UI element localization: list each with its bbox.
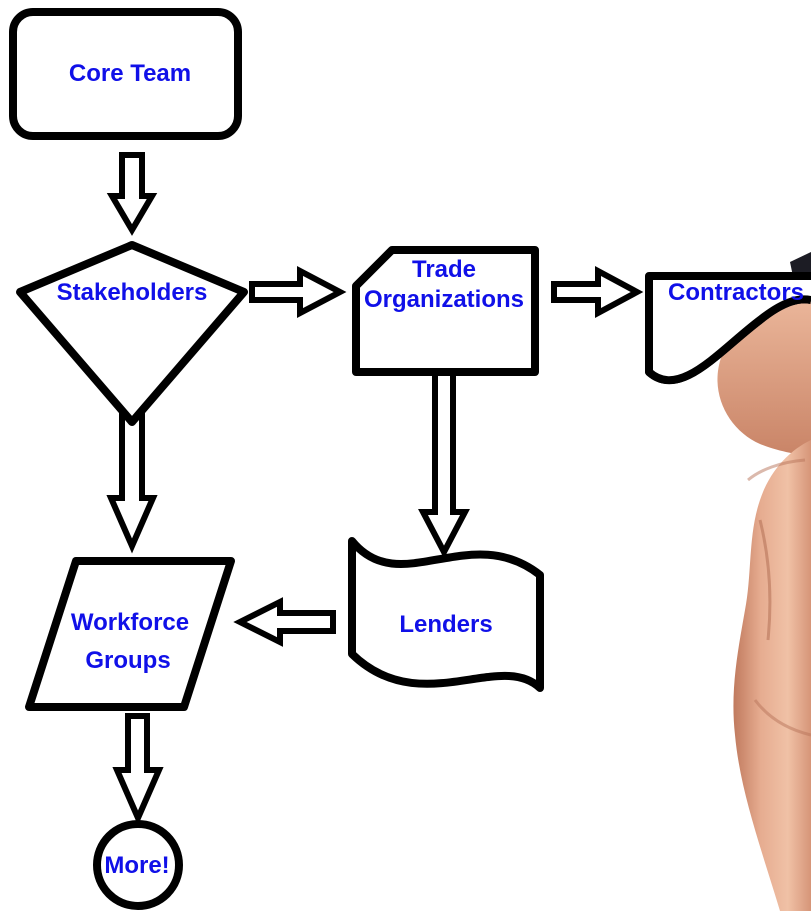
parallelogram-shape: [25, 557, 235, 711]
arrow-stakeholders-to-trade: [249, 266, 347, 318]
flow-arrows: [106, 152, 644, 826]
node-workforce-label-line2: Groups: [85, 647, 170, 674]
hand-illustration: [717, 252, 811, 911]
arrow-core-to-stakeholders: [106, 152, 158, 236]
arrow-lenders-to-workforce: [233, 597, 336, 647]
hand-palm: [733, 440, 811, 911]
tape-shape: [348, 537, 544, 692]
node-more-label: More!: [104, 852, 169, 879]
node-workforce-groups: Workforce Groups: [25, 557, 235, 711]
node-contractors: Contractors: [645, 272, 811, 385]
node-trade-label-line1: Trade: [412, 256, 476, 283]
card-shape: [352, 246, 539, 376]
node-workforce-label-line1: Workforce: [71, 609, 189, 636]
process-box-shape: [9, 8, 242, 140]
node-trade-organizations: Trade Organizations: [352, 246, 539, 376]
node-core-team-label: Core Team: [69, 60, 191, 87]
node-contractors-label: Contractors: [668, 279, 804, 306]
document-outline: [645, 272, 811, 385]
node-more: More!: [93, 820, 183, 910]
node-stakeholders-label: Stakeholders: [57, 279, 208, 306]
arrow-workforce-to-more: [112, 713, 164, 826]
node-stakeholders: Stakeholders: [16, 241, 248, 426]
node-lenders: Lenders: [348, 537, 544, 692]
terminator-circle-shape: [93, 820, 183, 910]
arrow-trade-to-contractors: [551, 265, 644, 319]
node-core-team: Core Team: [9, 8, 242, 140]
node-trade-label-line2: Organizations: [364, 286, 524, 313]
document-fill: [649, 276, 811, 381]
node-lenders-label: Lenders: [399, 611, 492, 638]
decision-diamond-shape: [16, 241, 248, 426]
